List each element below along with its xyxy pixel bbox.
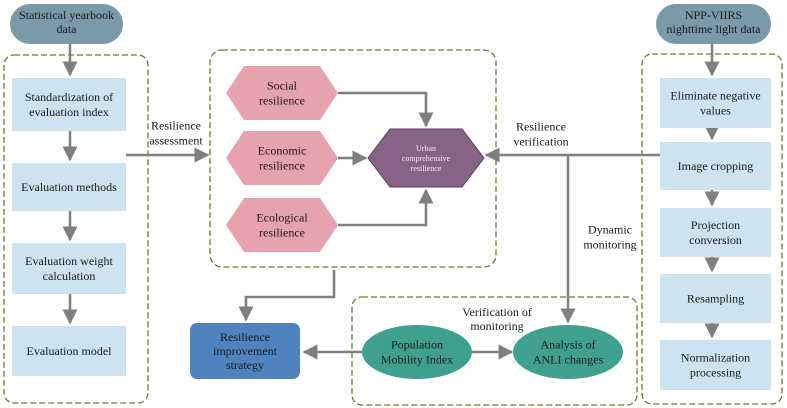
source-nppviirs-label-line: nighttime light data (667, 22, 762, 36)
hex-social-resilience (226, 66, 338, 120)
label-resilience-verification-line: Resilience (516, 120, 566, 134)
resilience-group (209, 49, 497, 268)
source-statistical-yearbook-label-line: data (57, 22, 78, 36)
step-normalization (660, 340, 771, 390)
step-evaluation-model-label: Evaluation model (27, 344, 113, 358)
label-dynamic-monitoring-line: monitoring (583, 238, 636, 252)
arrow-resilience-to-improvement (238, 270, 336, 322)
ellipse-anli-analysis-label-line: Analysis of (541, 338, 596, 352)
step-normalization-label-line: Normalization (681, 351, 750, 365)
step-eliminate-negative (660, 78, 771, 128)
left-process-group (3, 54, 149, 404)
step-projection-conversion-label-line: Projection (691, 218, 740, 232)
step-image-cropping (660, 142, 771, 190)
step-image-cropping-label-line: Image cropping (678, 159, 754, 173)
ellipse-anli-analysis-label-line: ANLI changes (533, 353, 604, 367)
step-resampling-label: Resampling (687, 292, 744, 306)
source-nppviirs (656, 4, 771, 44)
label-resilience-verification-line: verification (513, 135, 568, 149)
step-resampling (660, 274, 771, 323)
step-evaluation-methods-label: Evaluation methods (21, 180, 117, 194)
step-evaluation-weight-label-line: calculation (43, 269, 96, 283)
step-resampling-label-line: Resampling (687, 292, 744, 306)
hex-economic-resilience (226, 131, 338, 185)
label-resilience-assessment-line: assessment (149, 134, 203, 148)
ellipse-population-mobility-label-line: Mobility Index (381, 353, 453, 367)
source-nppviirs-label-line: NPP-VIIRS (685, 8, 742, 22)
label-resilience-assessment-line: Resilience (151, 119, 201, 133)
hex-urban-comprehensive-label-line: comprehensive (402, 154, 451, 163)
label-verification-of-monitoring-line: monitoring (470, 319, 523, 333)
step-eliminate-negative-label-line: values (700, 104, 731, 118)
step-evaluation-weight-label-line: Evaluation weight (25, 254, 113, 268)
ellipse-population-mobility (362, 325, 472, 379)
ellipse-anli-analysis (513, 325, 623, 379)
step-normalization-label-line: processing (690, 366, 741, 380)
step-evaluation-methods (12, 163, 126, 211)
hex-economic-resilience-label-line: resilience (259, 159, 305, 173)
step-evaluation-model (12, 326, 126, 376)
step-projection-conversion-label-line: conversion (689, 233, 742, 247)
hex-social-resilience-label-line: resilience (259, 94, 305, 108)
hex-urban-comprehensive-label-line: Urban (416, 144, 436, 153)
step-standardization-label-line: evaluation index (29, 105, 109, 119)
box-resilience-improvement (190, 323, 300, 379)
step-standardization-label-line: Standardization of (25, 90, 113, 104)
step-standardization (12, 78, 126, 131)
step-evaluation-model-label-line: Evaluation model (27, 344, 113, 358)
ellipse-population-mobility-label-line: Population (391, 338, 443, 352)
hex-urban-comprehensive-resilience (367, 128, 485, 188)
hex-ecological-resilience-label-line: resilience (259, 226, 305, 240)
source-statistical-yearbook (10, 4, 123, 44)
hex-urban-comprehensive-label-line: resilience (411, 164, 442, 173)
hex-ecological-resilience-label-line: Ecological (256, 211, 308, 225)
step-evaluation-methods-label-line: Evaluation methods (21, 180, 117, 194)
source-statistical-yearbook-label-line: Statistical yearbook (19, 8, 114, 22)
step-projection-conversion (660, 208, 771, 257)
arrow-social-to-urban (338, 91, 434, 128)
arrow-ecological-to-urban (338, 188, 434, 227)
box-resilience-improvement-label-line: strategy (226, 358, 264, 372)
step-evaluation-weight (12, 243, 126, 294)
step-eliminate-negative-label-line: Eliminate negative (670, 89, 760, 103)
label-dynamic-monitoring-line: Dynamic (588, 223, 632, 237)
label-verification-of-monitoring-line: Verification of (462, 305, 532, 319)
box-resilience-improvement-label-line: improvement (213, 344, 278, 358)
hex-economic-resilience-label-line: Economic (258, 144, 307, 158)
box-resilience-improvement-label-line: Resilience (220, 330, 270, 344)
connectors (62, 44, 720, 360)
hex-ecological-resilience (226, 198, 338, 252)
monitoring-group (351, 296, 638, 406)
step-image-cropping-label: Image cropping (678, 159, 754, 173)
hex-social-resilience-label-line: Social (267, 79, 298, 93)
